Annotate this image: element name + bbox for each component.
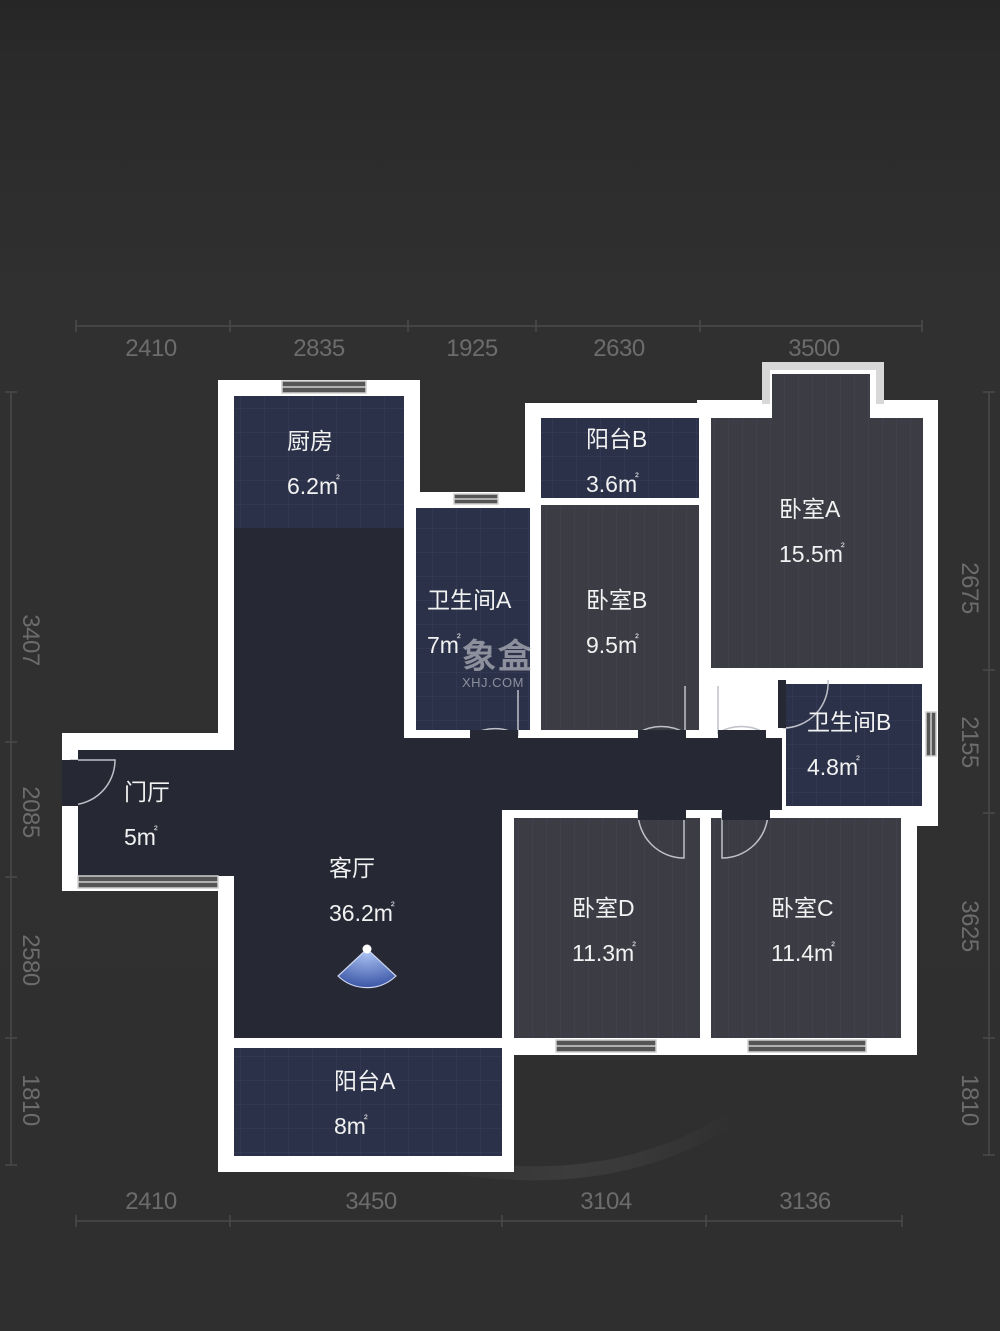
room-bathroom-a[interactable]: 卫生间A 7m² — [427, 581, 511, 664]
dimension-lines — [5, 320, 995, 1227]
dimension-left-1: 3407 — [17, 614, 44, 666]
dimension-left-3: 2580 — [17, 934, 44, 986]
dimension-right-4: 1810 — [956, 1074, 983, 1126]
room-area: 36.2m² — [329, 900, 395, 926]
room-bedroom-d[interactable]: 卧室D 11.3m² — [572, 889, 636, 972]
room-floor-balcony-a — [234, 1048, 502, 1156]
room-name: 门厅 — [124, 779, 170, 805]
dimension-right-1: 2675 — [956, 562, 983, 614]
room-living-room[interactable]: 客厅 36.2m² — [329, 849, 395, 932]
room-name: 阳台B — [586, 426, 648, 452]
room-area: 11.3m² — [572, 940, 636, 966]
room-area: 5m² — [124, 824, 158, 850]
room-bedroom-c[interactable]: 卧室C 11.4m² — [771, 889, 835, 972]
room-floor-balcony-b — [541, 418, 699, 498]
room-entry-hall[interactable]: 门厅 5m² — [124, 773, 170, 856]
room-floor-bedroom-b — [541, 505, 699, 730]
room-area: 15.5m² — [779, 541, 845, 567]
room-balcony-b[interactable]: 阳台B 3.6m² — [586, 420, 647, 503]
room-floor-bedroom-d — [514, 818, 700, 1038]
room-name: 客厅 — [329, 855, 375, 881]
watermark: 象盒 XHJ.COM — [462, 640, 534, 689]
room-floor-bathroom-b — [786, 684, 922, 806]
room-floor-bathroom-a — [416, 508, 530, 730]
room-name: 卫生间A — [427, 587, 512, 613]
room-area: 3.6m² — [586, 471, 639, 497]
dimension-bottom-1: 2410 — [125, 1188, 177, 1215]
dimension-top-3: 1925 — [446, 335, 498, 362]
dimension-left-4: 1810 — [17, 1074, 44, 1126]
room-area: 8m² — [334, 1113, 368, 1139]
dimension-top-4: 2630 — [593, 335, 645, 362]
dimension-top-1: 2410 — [125, 335, 177, 362]
room-floor-kitchen — [234, 396, 404, 528]
room-balcony-a[interactable]: 阳台A 8m² — [334, 1062, 395, 1145]
dimension-bottom-4: 3136 — [779, 1188, 831, 1215]
dimension-top-5: 3500 — [788, 335, 840, 362]
dimension-bottom-2: 3450 — [345, 1188, 397, 1215]
room-area: 7m² — [427, 632, 461, 658]
room-name: 阳台A — [334, 1068, 396, 1094]
room-name: 卧室A — [779, 496, 841, 522]
room-floor-entry-hall — [78, 750, 234, 876]
dimension-right-3: 3625 — [956, 900, 983, 952]
room-bedroom-b[interactable]: 卧室B 9.5m² — [586, 581, 647, 664]
watermark-url: XHJ.COM — [462, 675, 524, 690]
room-area: 11.4m² — [771, 940, 835, 966]
windows — [77, 362, 937, 1053]
room-area: 6.2m² — [287, 473, 340, 499]
dimension-left-2: 2085 — [17, 786, 44, 838]
camera-viewpoint-icon[interactable] — [336, 943, 398, 989]
dimension-right-2: 2155 — [956, 716, 983, 768]
room-name: 卧室D — [572, 895, 635, 921]
dimension-bottom-3: 3104 — [580, 1188, 632, 1215]
room-floor-bedroom-a — [711, 418, 923, 668]
room-bathroom-b[interactable]: 卫生间B 4.8m² — [807, 703, 891, 786]
dimension-top-2: 2835 — [293, 335, 345, 362]
room-floor-bedroom-c — [711, 818, 901, 1038]
room-name: 厨房 — [287, 428, 333, 454]
room-name: 卧室B — [586, 587, 648, 613]
room-area: 4.8m² — [807, 754, 860, 780]
room-kitchen[interactable]: 厨房 6.2m² — [287, 422, 340, 505]
room-name: 卧室C — [771, 895, 834, 921]
room-bedroom-a[interactable]: 卧室A 15.5m² — [779, 490, 845, 573]
room-area: 9.5m² — [586, 632, 639, 658]
room-name: 卫生间B — [807, 709, 892, 735]
watermark-logo-text: 象盒 — [462, 638, 534, 676]
